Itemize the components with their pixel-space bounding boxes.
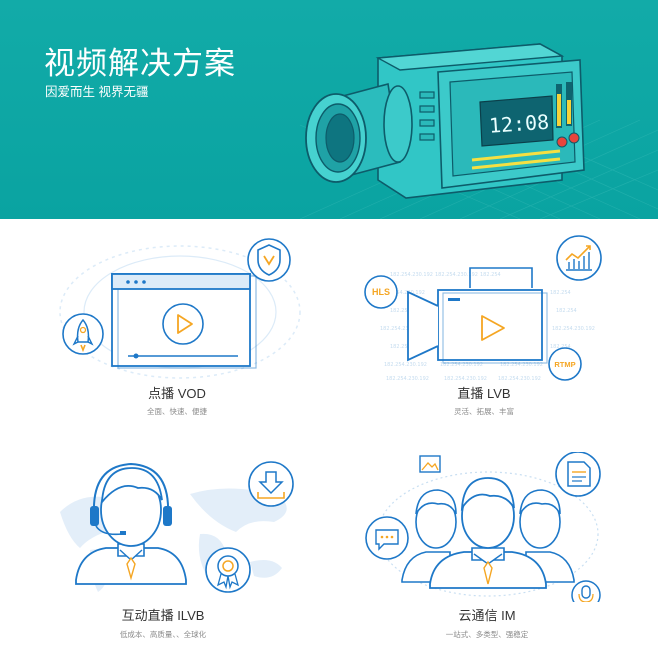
svg-text:182.254.230.192: 182.254.230.192: [390, 272, 433, 278]
vod-illustration: [59, 238, 301, 379]
product-card-im[interactable]: 云通信 IM 一站式、多类型、强稳定: [360, 452, 620, 647]
im-description: 一站式、多类型、强稳定: [445, 630, 529, 639]
svg-text:182.254.230.192: 182.254.230.192: [500, 362, 543, 368]
lvb-title: 直播 LVB: [457, 386, 511, 401]
svg-text:182.254: 182.254: [550, 290, 571, 296]
svg-text:182.254: 182.254: [550, 344, 571, 350]
page-subtitle: 因爱而生 视界无疆: [45, 85, 149, 99]
svg-text:182.254: 182.254: [556, 308, 577, 314]
page-title: 视频解决方案: [44, 46, 236, 81]
rtmp-tag: RTMP: [554, 360, 575, 369]
product-card-vod[interactable]: 点播 VOD 全面、快速、便捷: [50, 232, 310, 422]
vod-description: 全面、快速、便捷: [147, 407, 207, 416]
svg-text:182.254.230.192: 182.254.230.192: [382, 290, 425, 296]
svg-text:182.254.230.192: 182.254.230.192: [386, 376, 429, 382]
svg-text:182.254.230.192: 182.254.230.192: [384, 362, 427, 368]
ilvb-description: 低成本、高质量、、全球化: [119, 630, 207, 639]
vod-title: 点播 VOD: [148, 386, 206, 401]
svg-text:182.254.230.192: 182.254.230.192: [435, 272, 478, 278]
svg-text:182.254.230.192: 182.254.230.192: [552, 326, 595, 332]
svg-text:182.254: 182.254: [480, 272, 501, 278]
im-title: 云通信 IM: [458, 608, 516, 623]
im-illustration: [365, 452, 601, 602]
lvb-description: 灵活、拓展、丰富: [454, 407, 514, 416]
hero-banner: 视频解决方案 因爱而生 视界无疆 12:08: [0, 0, 658, 219]
ilvb-illustration: [60, 461, 294, 593]
ilvb-title: 互动直播 ILVB: [121, 608, 205, 623]
camera-clock-display: 12:08: [488, 110, 550, 138]
video-camera-illustration: 12:08: [305, 43, 585, 199]
svg-text:182.254.230.192: 182.254.230.192: [380, 326, 423, 332]
svg-text:182.254.230.192: 182.254.230.192: [498, 376, 541, 382]
svg-text:182.254.230.192: 182.254.230.192: [444, 376, 487, 382]
hls-tag: HLS: [372, 287, 390, 297]
svg-text:182.254.230.192: 182.254.230.192: [440, 362, 483, 368]
product-card-ilvb[interactable]: 互动直播 ILVB 低成本、高质量、、全球化: [50, 452, 310, 647]
